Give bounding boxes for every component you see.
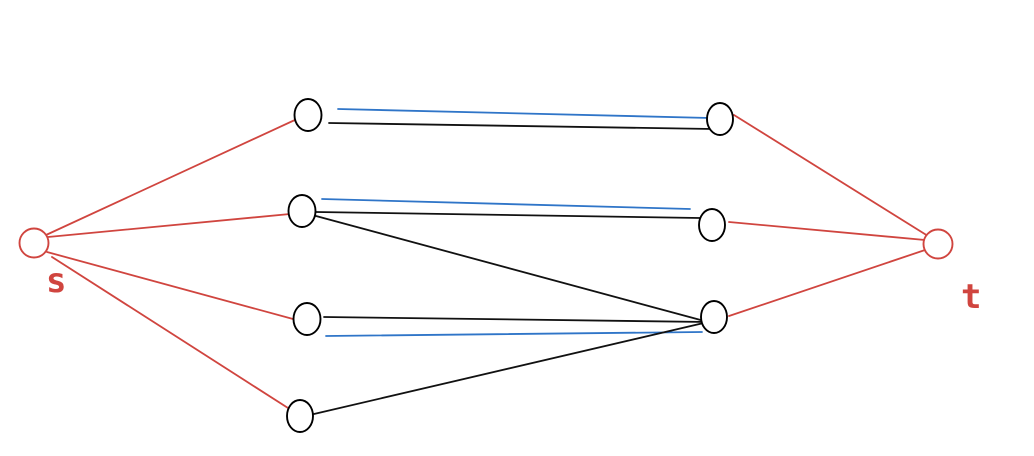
blue-flow-edges (321, 108, 711, 337)
right-node-2 (698, 208, 726, 242)
edge-s-l3 (46, 251, 294, 320)
red-edges (45, 114, 929, 409)
edge-l4-r3 (313, 321, 709, 415)
source-label: s (46, 261, 66, 301)
left-node-3 (292, 302, 322, 336)
edge-r1-t (733, 114, 929, 237)
edge-l1-r1 (328, 122, 714, 130)
flow-edge-l1-r1 (337, 108, 711, 119)
flow-edge-l2-r2 (321, 198, 691, 210)
black-edges (313, 122, 714, 415)
source-node (18, 227, 50, 259)
edge-l3-r3 (323, 316, 709, 323)
sink-node (922, 228, 954, 260)
edge-s-l4 (51, 256, 289, 409)
flow-edge-l3-r3 (325, 331, 703, 337)
node-labels: s t (46, 261, 981, 317)
left-node-4 (286, 399, 314, 433)
right-node-3 (700, 300, 728, 334)
left-node-2 (287, 194, 317, 228)
right-node-1 (706, 102, 734, 136)
edge-s-l2 (47, 213, 291, 238)
nodes (18, 98, 954, 433)
edge-l2-r2 (315, 211, 701, 219)
left-node-1 (293, 98, 323, 132)
edge-l2-r3 (315, 215, 709, 323)
edge-r2-t (728, 221, 926, 241)
sink-label: t (961, 277, 981, 317)
edge-s-l1 (45, 118, 298, 236)
edge-r3-t (728, 248, 929, 317)
